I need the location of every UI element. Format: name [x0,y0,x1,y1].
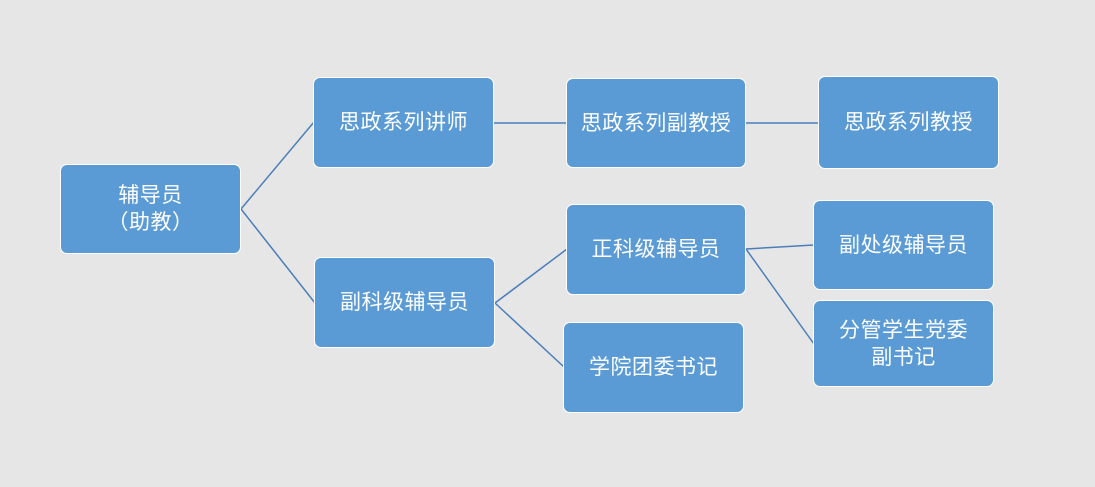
edge-section-to-deputy-division-counselor [745,244,815,250]
node-counselor: 辅导员 （助教） [60,164,241,254]
edge-deputy-section-to-section-counselor [494,248,568,304]
node-deputy-section-counselor: 副科级辅导员 [314,257,495,348]
node-section-counselor: 正科级辅导员 [566,204,746,295]
node-ideo-prof: 思政系列教授 [818,76,999,169]
edge-deputy-section-to-youth-league-secretary [494,302,565,368]
node-youth-league-secretary: 学院团委书记 [563,322,744,413]
node-ideo-lecturer: 思政系列讲师 [313,77,494,168]
node-deputy-party-secretary: 分管学生党委 副书记 [813,300,994,387]
node-ideo-assoc-prof: 思政系列副教授 [566,78,746,168]
edge-counselor-to-ideo-lecturer [240,121,315,210]
node-deputy-division-counselor: 副处级辅导员 [813,200,994,290]
edge-counselor-to-deputy-section-counselor [240,208,316,304]
edge-section-to-deputy-party-secretary [745,248,815,345]
